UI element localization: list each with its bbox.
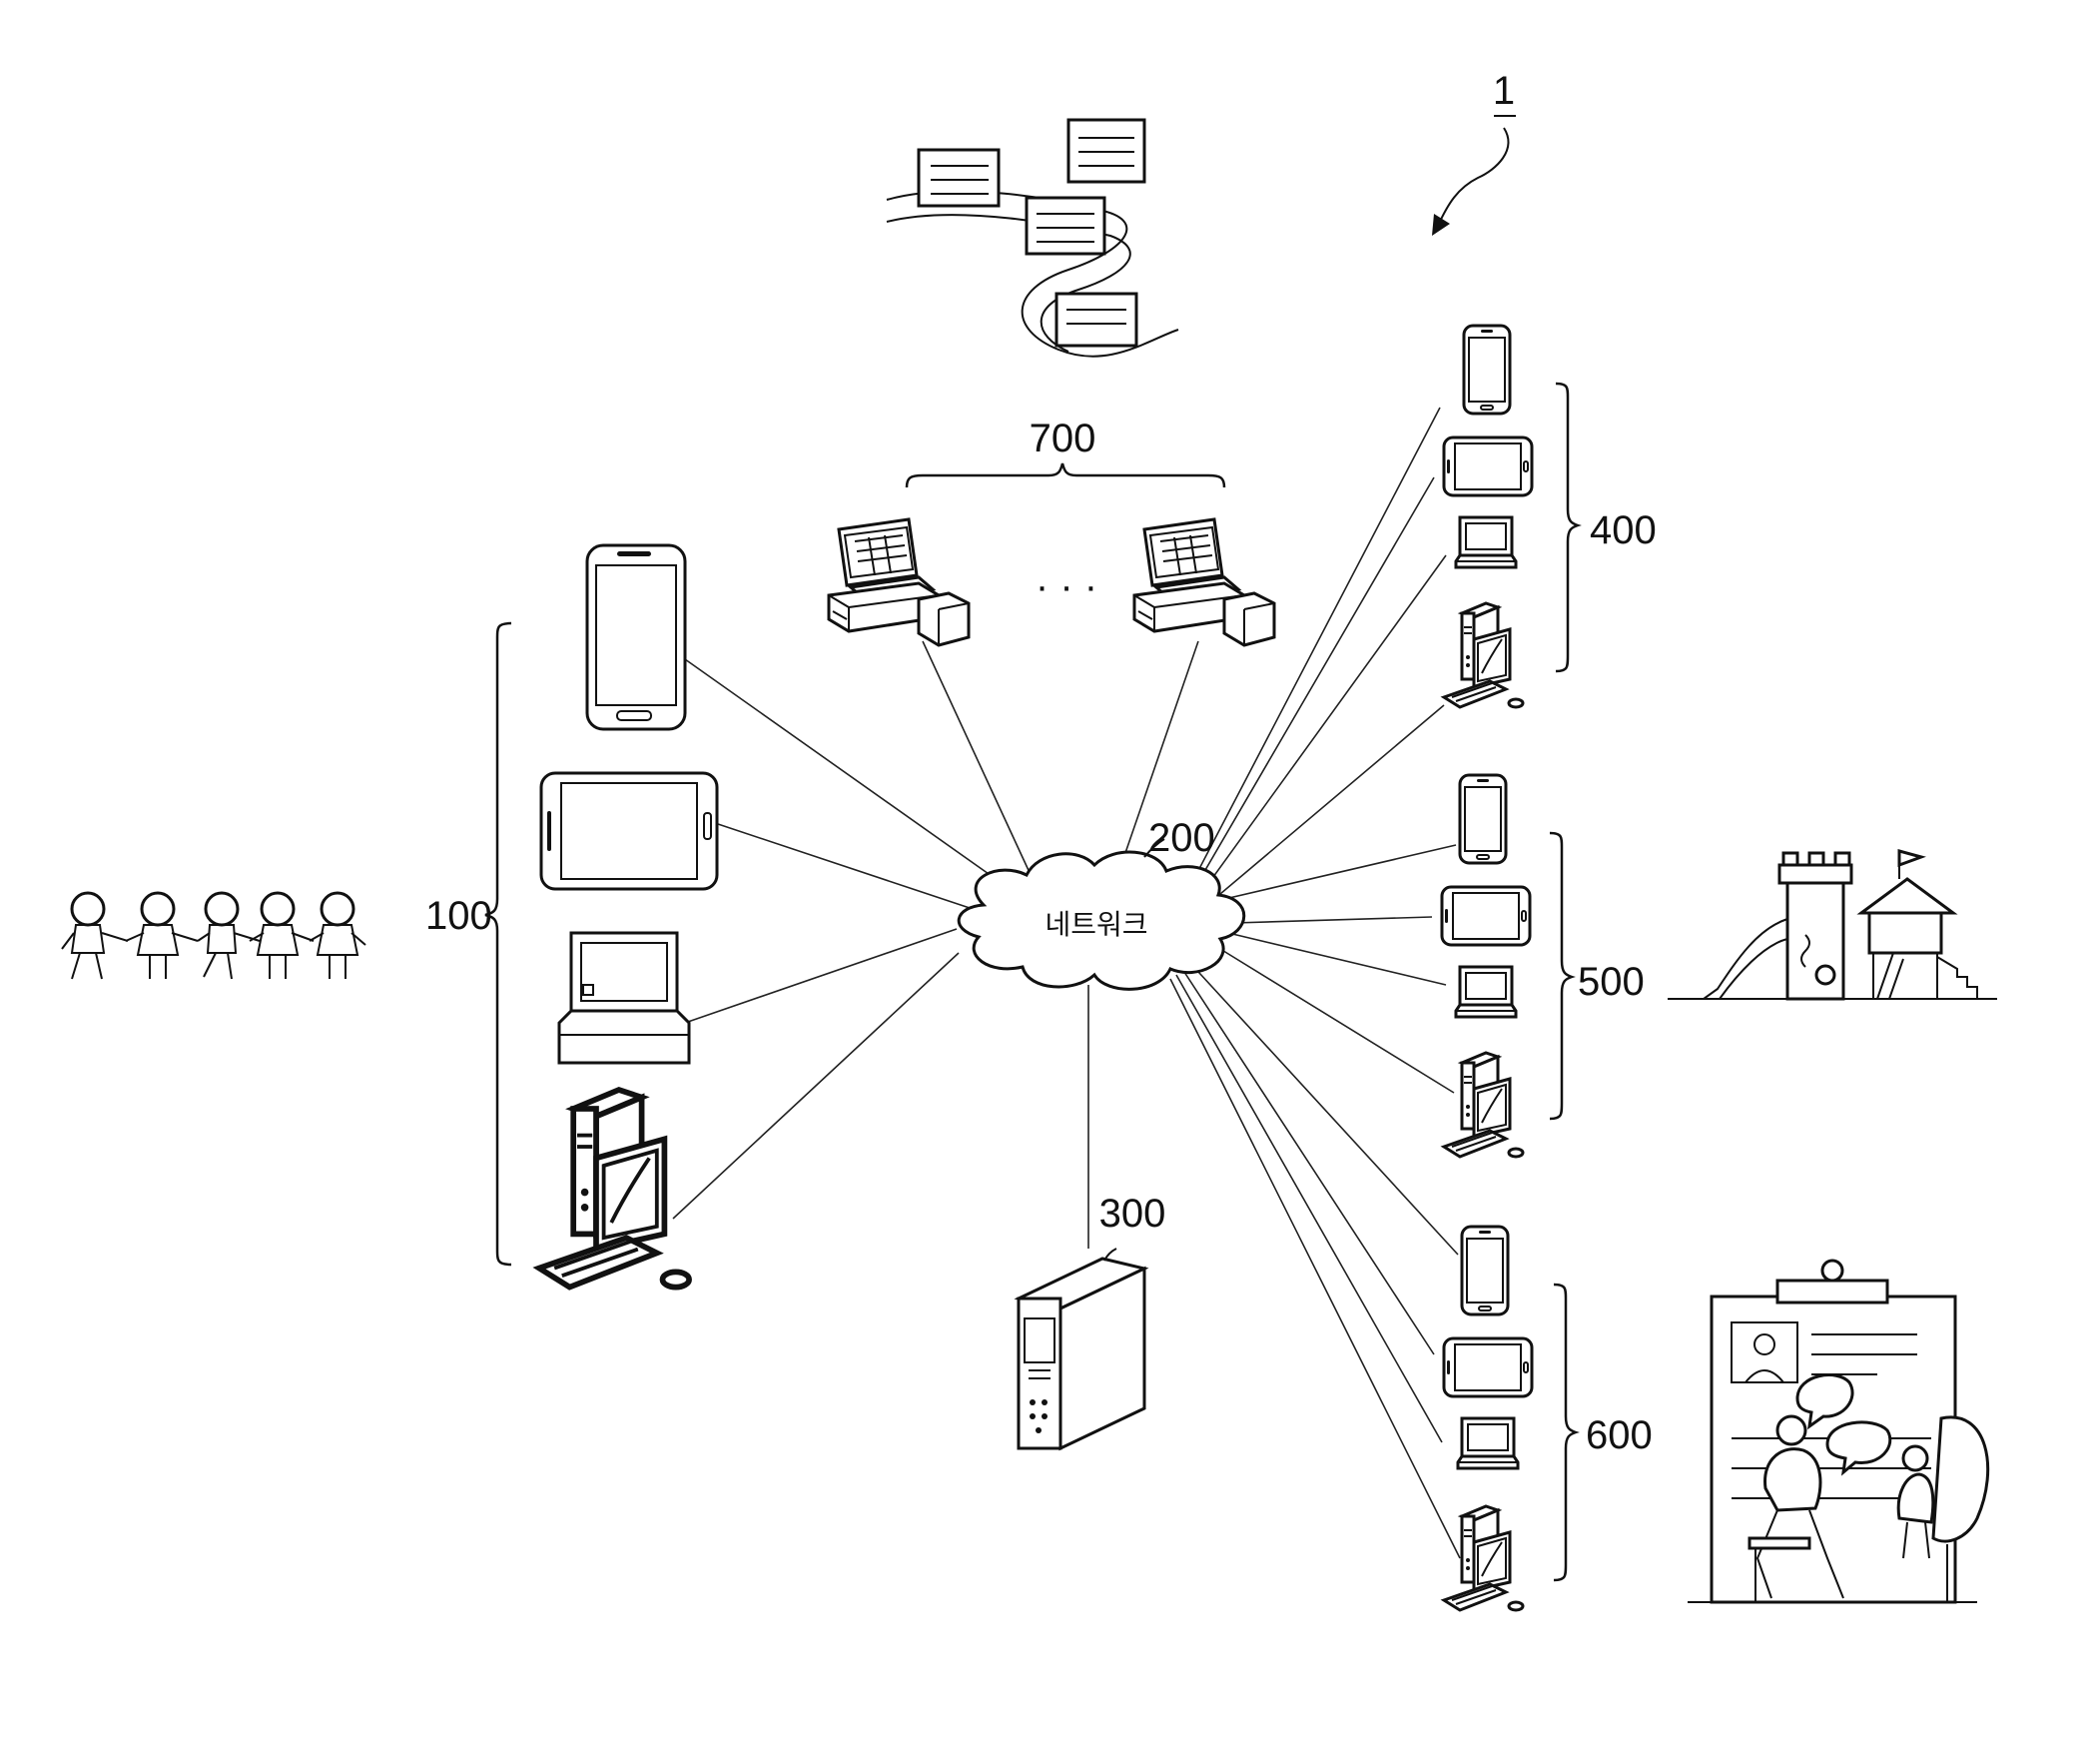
network-leader bbox=[1143, 838, 1165, 858]
desktop-600 bbox=[1442, 1504, 1525, 1612]
label-300: 300 bbox=[1099, 1192, 1166, 1236]
label-1: 1 bbox=[1493, 69, 1515, 113]
network-cloud: 네트워크 bbox=[957, 850, 1246, 991]
children-icon bbox=[61, 891, 366, 980]
brace-100 bbox=[484, 621, 512, 1267]
smartphone-600 bbox=[1460, 1225, 1510, 1316]
terminal-group-500: 500 bbox=[1440, 773, 1645, 1159]
connection-lines bbox=[672, 407, 1461, 1559]
pos-terminal-right bbox=[1132, 517, 1276, 647]
tablet-600 bbox=[1442, 1336, 1534, 1398]
laptop-600 bbox=[1456, 1416, 1520, 1470]
pos-group-700: 700 · · · bbox=[827, 417, 1276, 647]
town-map-icon bbox=[886, 118, 1179, 358]
smartphone-large bbox=[585, 543, 687, 731]
desktop-large bbox=[539, 1090, 689, 1288]
label-100: 100 bbox=[425, 894, 492, 938]
tablet-large bbox=[539, 771, 719, 891]
pos-terminal-left bbox=[827, 517, 971, 647]
terminal-group-100: 100 bbox=[425, 543, 719, 1288]
playground-icon bbox=[1668, 849, 1997, 1001]
label-700: 700 bbox=[1030, 417, 1096, 460]
laptop-500 bbox=[1454, 965, 1518, 1019]
label-500: 500 bbox=[1578, 960, 1645, 1004]
desktop-500 bbox=[1442, 1051, 1525, 1159]
terminal-group-400: 400 bbox=[1442, 324, 1657, 709]
brace-400 bbox=[1555, 382, 1582, 673]
label-400: 400 bbox=[1590, 508, 1657, 552]
desktop-400 bbox=[1442, 601, 1525, 709]
brace-500 bbox=[1549, 831, 1576, 1121]
tablet-500 bbox=[1440, 885, 1532, 947]
laptop-400 bbox=[1454, 515, 1518, 569]
server-300: 300 bbox=[1014, 1192, 1166, 1451]
brace-700 bbox=[905, 462, 1226, 488]
brace-600 bbox=[1553, 1283, 1580, 1582]
network-number: 200 bbox=[1148, 816, 1215, 860]
label-600: 600 bbox=[1586, 1413, 1653, 1457]
network-label: 네트워크 bbox=[1045, 908, 1147, 941]
smartphone-400 bbox=[1462, 324, 1512, 416]
laptop-large bbox=[557, 931, 691, 1065]
terminal-group-600: 600 bbox=[1442, 1225, 1653, 1612]
ellipsis: · · · bbox=[1036, 564, 1097, 608]
system-label: 1 bbox=[1432, 69, 1516, 236]
smartphone-500 bbox=[1458, 773, 1508, 865]
counseling-icon bbox=[1688, 1259, 1990, 1604]
tablet-400 bbox=[1442, 436, 1534, 497]
